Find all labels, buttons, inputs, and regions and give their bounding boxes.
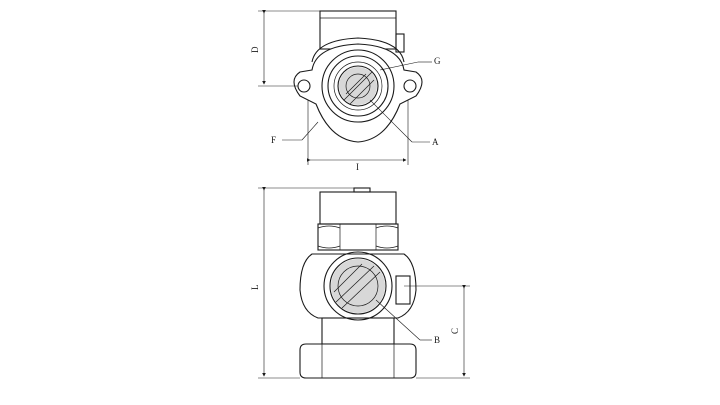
front-neck bbox=[321, 317, 395, 345]
label-d: D bbox=[250, 46, 260, 53]
port-inner-ring bbox=[337, 65, 379, 107]
front-port-outer bbox=[323, 251, 393, 321]
front-base-flange bbox=[299, 343, 417, 379]
top-view: D I G F A bbox=[250, 10, 441, 172]
front-side-boss bbox=[395, 275, 411, 305]
front-hex-nut bbox=[317, 223, 399, 251]
label-i: I bbox=[356, 162, 359, 172]
front-cap bbox=[353, 187, 371, 193]
port-outer-ring bbox=[321, 49, 395, 123]
label-g: G bbox=[434, 56, 441, 66]
top-body bbox=[311, 37, 405, 63]
front-view: L C B bbox=[250, 187, 470, 379]
label-c: C bbox=[450, 328, 460, 334]
label-a: A bbox=[432, 137, 439, 147]
top-boss bbox=[319, 10, 397, 50]
front-upper-cylinder bbox=[319, 191, 397, 225]
label-l: L bbox=[250, 285, 260, 291]
label-f: F bbox=[271, 135, 276, 145]
flange-hole-right bbox=[403, 79, 417, 93]
label-b: B bbox=[434, 335, 440, 345]
